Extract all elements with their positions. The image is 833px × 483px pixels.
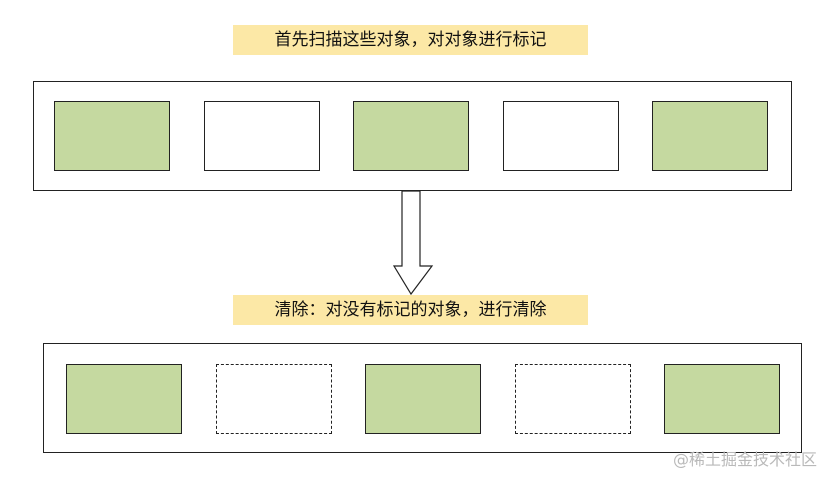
object-3: [365, 364, 481, 434]
watermark: @稀土掘金技术社区: [672, 450, 817, 469]
object-3: [353, 101, 469, 171]
object-2: [204, 101, 320, 171]
object-2: [216, 364, 332, 434]
caption-sweep: 清除：对没有标记的对象，进行清除: [233, 295, 588, 325]
heap-before-sweep: [33, 81, 792, 191]
caption-scan-and-mark: 首先扫描这些对象，对对象进行标记: [233, 25, 588, 55]
object-4: [503, 101, 619, 171]
object-1: [66, 364, 182, 434]
heap-after-sweep: [43, 343, 802, 453]
down-arrow-icon: [392, 190, 434, 296]
object-4: [515, 364, 631, 434]
object-1: [54, 101, 170, 171]
object-5: [664, 364, 780, 434]
object-5: [652, 101, 768, 171]
